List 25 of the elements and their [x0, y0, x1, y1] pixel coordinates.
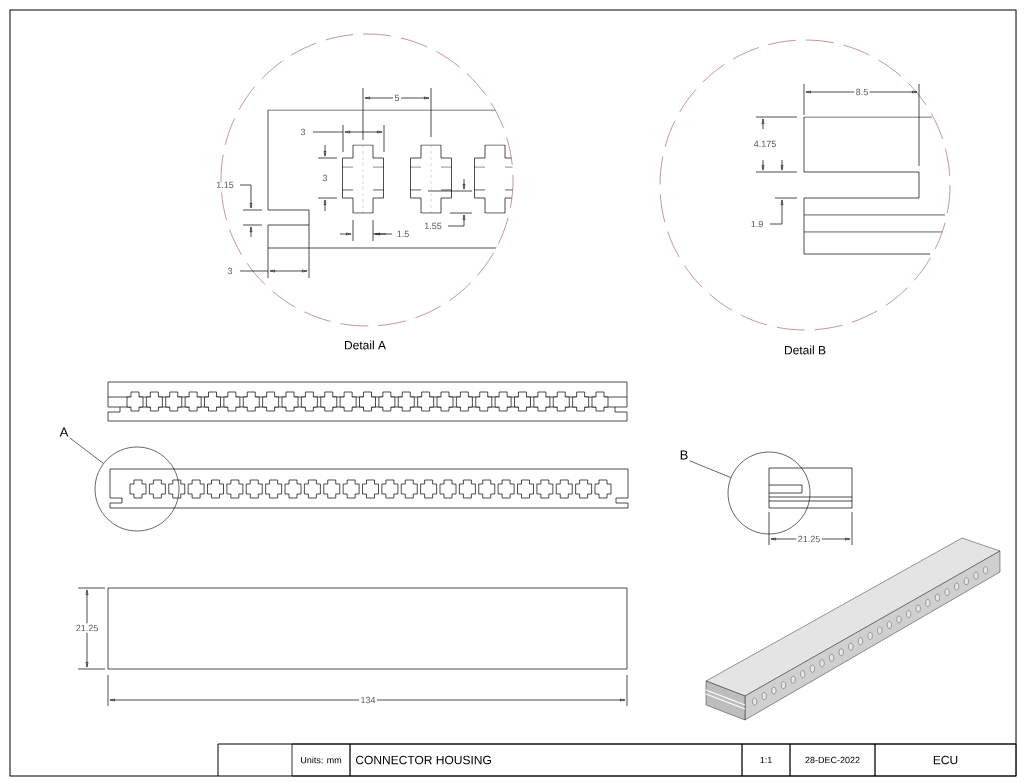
dimension-line: 134	[107, 674, 628, 707]
title-block-cell: ECU	[874, 743, 1017, 777]
dimension-line: 8.5	[803, 83, 920, 167]
detail-circle	[727, 451, 811, 535]
dimension-line: 21.25	[74, 587, 106, 670]
dimension-line: 1.15	[216, 181, 263, 238]
view-title: Detail B	[785, 345, 826, 355]
dimension-line: 1.9	[751, 197, 798, 228]
detail-circle	[94, 446, 180, 532]
title-block-cell: CONNECTOR HOUSING	[349, 743, 743, 777]
view-title: Detail A	[345, 340, 386, 350]
leader-line	[69, 437, 104, 464]
dimension-line: 5	[362, 87, 432, 141]
dimension-line: 3	[317, 144, 338, 212]
leader-line	[689, 460, 732, 478]
dimension-line: 4.175	[753, 116, 798, 173]
title-block-cell: 28-DEC-2022	[789, 743, 876, 777]
dimension-line: 1.5	[339, 219, 409, 242]
dimension-line: 3	[227, 267, 308, 275]
title-block-cell: 1:1	[741, 743, 791, 777]
dimension-line: 21.25	[768, 511, 853, 546]
title-block-cell: Units: mm	[291, 743, 351, 777]
callout-letter: B	[680, 450, 688, 460]
callout-letter: A	[59, 427, 69, 437]
dimension-line: 1.55	[424, 178, 473, 230]
